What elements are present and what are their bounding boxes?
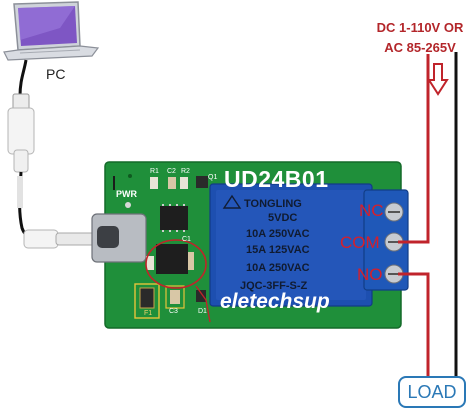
relay-brand: TONGLING — [244, 198, 302, 210]
silk-r1: R1 — [150, 168, 159, 175]
terminal-block — [363, 189, 409, 291]
usb-cable — [7, 59, 97, 249]
silk-c3: C3 — [169, 308, 178, 315]
pc-label: PC — [46, 66, 66, 82]
power-label-line1: DC 1-110V OR — [376, 20, 464, 35]
load-label: LOAD — [407, 381, 457, 402]
relay-rating-1: 10A 250VAC — [246, 228, 310, 240]
relay-rating-2: 15A 125VAC — [246, 244, 310, 256]
relay-model: JQC-3FF-S-Z — [240, 280, 308, 292]
silk-c2: C2 — [167, 168, 176, 175]
pwr-silkscreen: PWR — [116, 189, 137, 199]
board-model-label: UD24B01 — [224, 166, 329, 192]
board-brand-label: eletechsup — [220, 290, 330, 313]
silk-d1: D1 — [198, 308, 207, 315]
silk-f1: F1 — [144, 310, 153, 317]
silk-q1: Q1 — [208, 174, 218, 181]
silk-r2: R2 — [181, 168, 190, 175]
laptop-icon — [3, 1, 100, 61]
silk-c1: C1 — [182, 236, 191, 243]
power-label-line2: AC 85-265V — [384, 40, 456, 55]
load-box: LOAD — [398, 376, 466, 408]
terminal-com-label: COM — [340, 233, 380, 252]
power-supply-label: DC 1-110V OR AC 85-265V — [368, 18, 472, 58]
down-arrow-icon — [427, 63, 449, 96]
relay — [209, 183, 373, 307]
terminal-no-label: NO — [357, 265, 383, 284]
relay-coil: 5VDC — [268, 212, 298, 224]
terminal-nc-label: NC — [359, 201, 384, 220]
relay-rating-3: 10A 250VAC — [246, 262, 310, 274]
power-wires — [398, 52, 458, 384]
